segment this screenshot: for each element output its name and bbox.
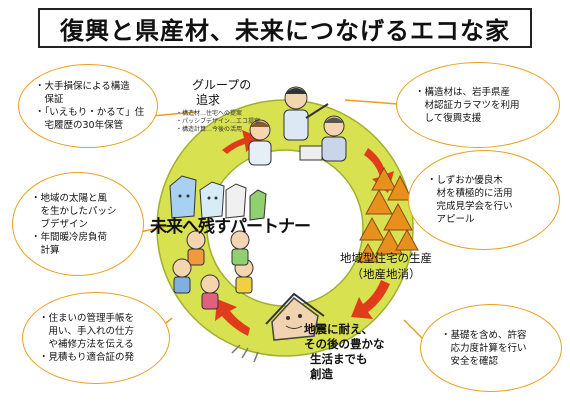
group-label: グループの 追求 <box>192 78 251 108</box>
bubble-text: を生かしたパッシ <box>31 205 117 217</box>
group-note: ・構造計算…今後の活用 <box>176 126 243 133</box>
bubble-text: ・年間暖冷房負荷 <box>31 231 108 243</box>
group-people-illustration <box>248 86 347 166</box>
bubble-text: 保証 <box>35 94 64 105</box>
bubble-text: ・「いえもり・かるて」住 <box>35 107 145 118</box>
arrow-bottom-right <box>351 280 390 319</box>
bubble-text: 計算 <box>31 244 60 256</box>
bubble-text: ・見積もり適合証の発 <box>39 352 135 363</box>
bubble-text: して復興支援 <box>415 112 482 124</box>
arrow-bottom-left <box>215 299 250 336</box>
bubble-text: ・地域の太陽と風 <box>31 192 108 204</box>
children-circle-illustration <box>172 230 254 310</box>
stage-local-line: （地産地消） <box>351 267 421 281</box>
group-notes: ・構造材…住宅への提案 ・パッシブデザイン…エコ提案 ・構造計算…今後の活用 <box>176 110 260 134</box>
bubble-text: ブデザイン <box>31 218 89 230</box>
bubble-text: 用い、手入れの仕方 <box>39 326 135 337</box>
bubble-text: ・大手損保による構造 <box>35 81 130 92</box>
bubble-text: 宅履歴の30年保管 <box>35 120 124 131</box>
bubble-mid-right: ・しずおか優良木 材を積極的に活用 完成見学会を行い アピール <box>408 150 560 250</box>
bubble-text: や補修方法を伝える <box>39 339 134 350</box>
group-note: ・パッシブデザイン…エコ提案 <box>176 118 261 125</box>
house-illustration <box>231 292 325 363</box>
trees-illustration <box>357 166 419 263</box>
bubble-bottom-right: ・基礎を含め、許容 応力度計算を行い 安全を確認 <box>420 304 562 392</box>
bubble-text: 完成見学会を行い <box>427 201 513 212</box>
stage-disaster-line: その後の豊かな <box>304 337 385 351</box>
bubble-text: ・構造材は、岩手県産 <box>415 86 511 98</box>
bubble-bottom-left: ・住まいの管理手帳を 用い、手入れの仕方 や補修方法を伝える ・見積もり適合証の… <box>22 292 170 384</box>
bubble-top-left: ・大手損保による構造 保証 ・「いえもり・かるて」住 宅履歴の30年保管 <box>18 64 158 148</box>
stage-disaster-line: 地震に耐え、 <box>304 322 373 336</box>
carton-characters-illustration <box>169 175 267 221</box>
bubble-text: 応力度計算を行い <box>441 342 527 354</box>
stage-disaster-line: 生活までも <box>310 352 368 366</box>
page-title: 復興と県産材、未来につなげるエコな家 <box>60 16 510 45</box>
stage-local-line: 地域型住宅の生産 <box>340 251 432 265</box>
bubble-text: ・基礎を含め、許容 <box>441 329 527 341</box>
bubble-mid-left: ・地域の太陽と風 を生かしたパッシ ブデザイン ・年間暖冷房負荷 計算 <box>12 172 144 276</box>
group-label-line: 追求 <box>196 93 221 107</box>
stage-disaster-label: 地震に耐え、 その後の豊かな 生活までも 創造 <box>304 322 385 382</box>
bubble-text: ・住まいの管理手帳を <box>39 313 135 324</box>
stage-disaster-line: 創造 <box>310 367 333 381</box>
group-note: ・構造材…住宅への提案 <box>176 110 243 117</box>
group-label-line: グループの <box>192 78 252 92</box>
bubble-top-right: ・構造材は、岩手県産 材認証カラマツを利用 して復興支援 <box>396 62 560 148</box>
partner-label: 未来へ残すパートナー <box>150 217 311 237</box>
bubble-text: ・しずおか優良木 <box>427 175 503 186</box>
laptop <box>299 145 323 161</box>
stage-local-label: 地域型住宅の生産 （地産地消） <box>340 250 432 282</box>
bubble-text: 材認証カラマツを利用 <box>415 99 520 111</box>
bubble-text: 材を積極的に活用 <box>427 188 513 199</box>
bubble-text: 安全を確認 <box>441 355 499 367</box>
person-body <box>283 109 309 141</box>
title-box: 復興と県産材、未来につなげるエコな家 <box>38 8 532 48</box>
bubble-text: アピール <box>427 214 475 225</box>
